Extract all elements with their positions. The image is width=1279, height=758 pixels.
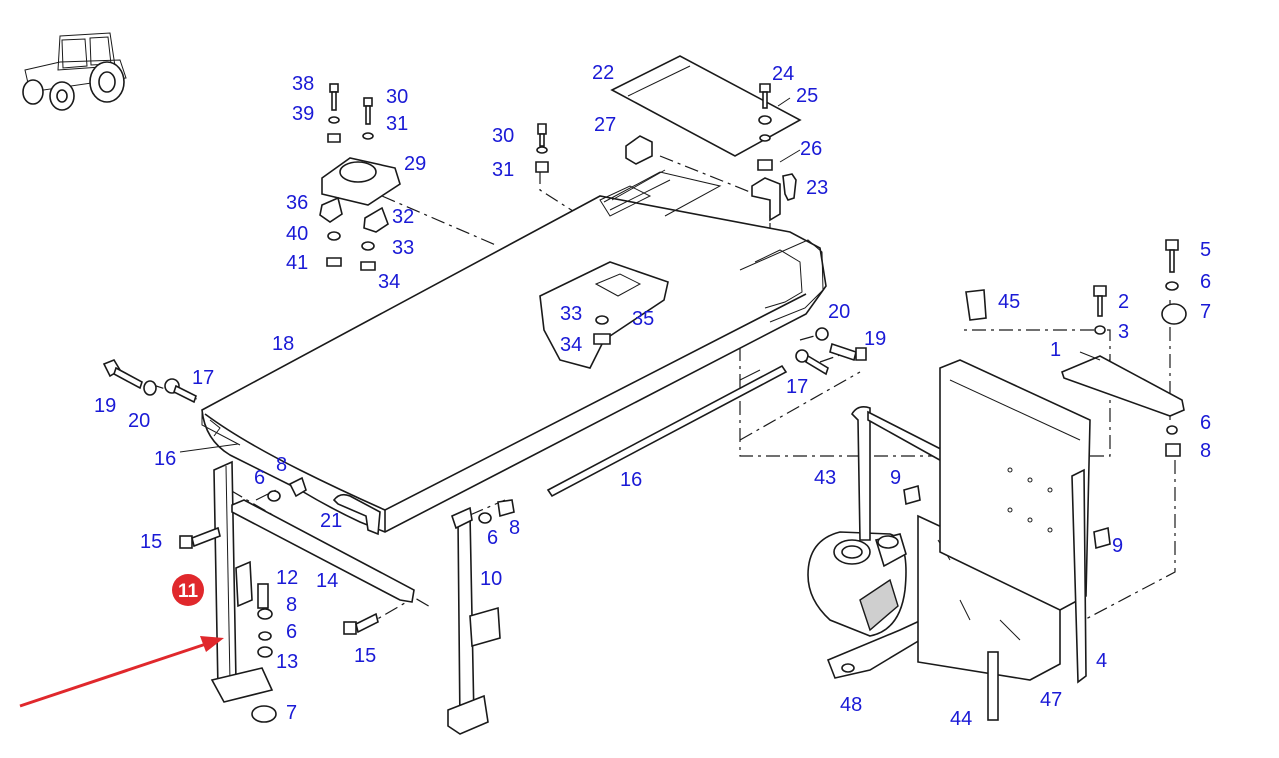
callout-5: 5: [1200, 239, 1211, 261]
callout-9b: 9: [1112, 535, 1123, 557]
callout-16b: 16: [620, 469, 642, 491]
callout-23: 23: [806, 177, 828, 199]
callout-41: 41: [286, 252, 308, 274]
callout-26: 26: [800, 138, 822, 160]
callout-15b: 15: [354, 645, 376, 667]
callout-34b: 34: [560, 334, 582, 356]
callout-3: 3: [1118, 321, 1129, 343]
bolts-left: [102, 359, 515, 635]
callout-labels: 38 39 30 31 29 36 32 40 33 41 34 22 24 2…: [94, 62, 1211, 730]
callout-33b: 33: [560, 303, 582, 325]
callout-31b: 31: [492, 159, 514, 181]
plate-22-part: [610, 55, 802, 157]
callout-8b: 8: [286, 594, 297, 616]
callout-12: 12: [276, 567, 298, 589]
callout-43: 43: [814, 467, 836, 489]
callout-39: 39: [292, 103, 314, 125]
callout-18: 18: [272, 333, 294, 355]
fasteners-top: [535, 83, 773, 173]
callout-32: 32: [392, 206, 414, 228]
callout-27: 27: [594, 114, 616, 136]
callout-6e: 6: [1200, 412, 1211, 434]
highlight-badge: 11: [172, 574, 204, 606]
leader-lines: [179, 97, 1101, 453]
callout-33: 33: [392, 237, 414, 259]
seat-part: [807, 406, 928, 679]
callout-9: 9: [890, 467, 901, 489]
callout-40: 40: [286, 223, 308, 245]
callout-2: 2: [1118, 291, 1129, 313]
callout-34: 34: [378, 271, 400, 293]
callout-29: 29: [404, 153, 426, 175]
callout-31: 31: [386, 113, 408, 135]
red-arrow: [19, 636, 224, 708]
callout-30: 30: [386, 86, 408, 108]
callout-19: 19: [864, 328, 886, 350]
callout-8c: 8: [509, 517, 520, 539]
callout-10: 10: [480, 568, 502, 590]
callout-44: 44: [950, 708, 972, 730]
callout-8d: 8: [1200, 440, 1211, 462]
callout-6: 6: [254, 467, 265, 489]
callout-25: 25: [796, 85, 818, 107]
callout-17b: 17: [192, 367, 214, 389]
callout-7b: 7: [1200, 301, 1211, 323]
callout-16: 16: [154, 448, 176, 470]
top-cover-part: [201, 169, 827, 533]
tie-bar-14-part: [231, 499, 415, 603]
callout-20: 20: [828, 301, 850, 323]
callout-38: 38: [292, 73, 314, 95]
handle-21-part: [332, 493, 381, 536]
callout-6b: 6: [286, 621, 297, 643]
bolts-right: [795, 327, 867, 376]
highlight-number: 11: [178, 581, 199, 602]
callout-24: 24: [772, 63, 794, 85]
callout-48: 48: [840, 694, 862, 716]
callout-17: 17: [786, 376, 808, 398]
callout-19b: 19: [94, 395, 116, 417]
callout-20b: 20: [128, 410, 150, 432]
callout-15: 15: [140, 531, 162, 553]
callout-21: 21: [320, 510, 342, 532]
callout-4: 4: [1096, 650, 1107, 672]
callout-8: 8: [276, 454, 287, 476]
callout-45: 45: [998, 291, 1020, 313]
seat-base-frame-part: [903, 359, 1111, 684]
callout-35: 35: [632, 308, 654, 330]
callout-6c: 6: [487, 527, 498, 549]
bracket-29-assembly: [319, 83, 401, 271]
bracket-1-assembly: [1061, 239, 1187, 457]
callout-13: 13: [276, 651, 298, 673]
callout-6d: 6: [1200, 271, 1211, 293]
tractor-icon: [22, 32, 127, 111]
bracket-35-part: [539, 261, 669, 369]
left-support-leg-part: [210, 460, 277, 723]
callout-14: 14: [316, 570, 338, 592]
callout-22: 22: [592, 62, 614, 84]
callout-30b: 30: [492, 125, 514, 147]
bracket-27-part: [625, 135, 797, 222]
callout-36: 36: [286, 192, 308, 214]
callout-47: 47: [1040, 689, 1062, 711]
callout-1: 1: [1050, 339, 1061, 361]
right-support-leg-part: [447, 506, 501, 735]
callout-7: 7: [286, 702, 297, 724]
rod-16-part: [546, 364, 788, 498]
